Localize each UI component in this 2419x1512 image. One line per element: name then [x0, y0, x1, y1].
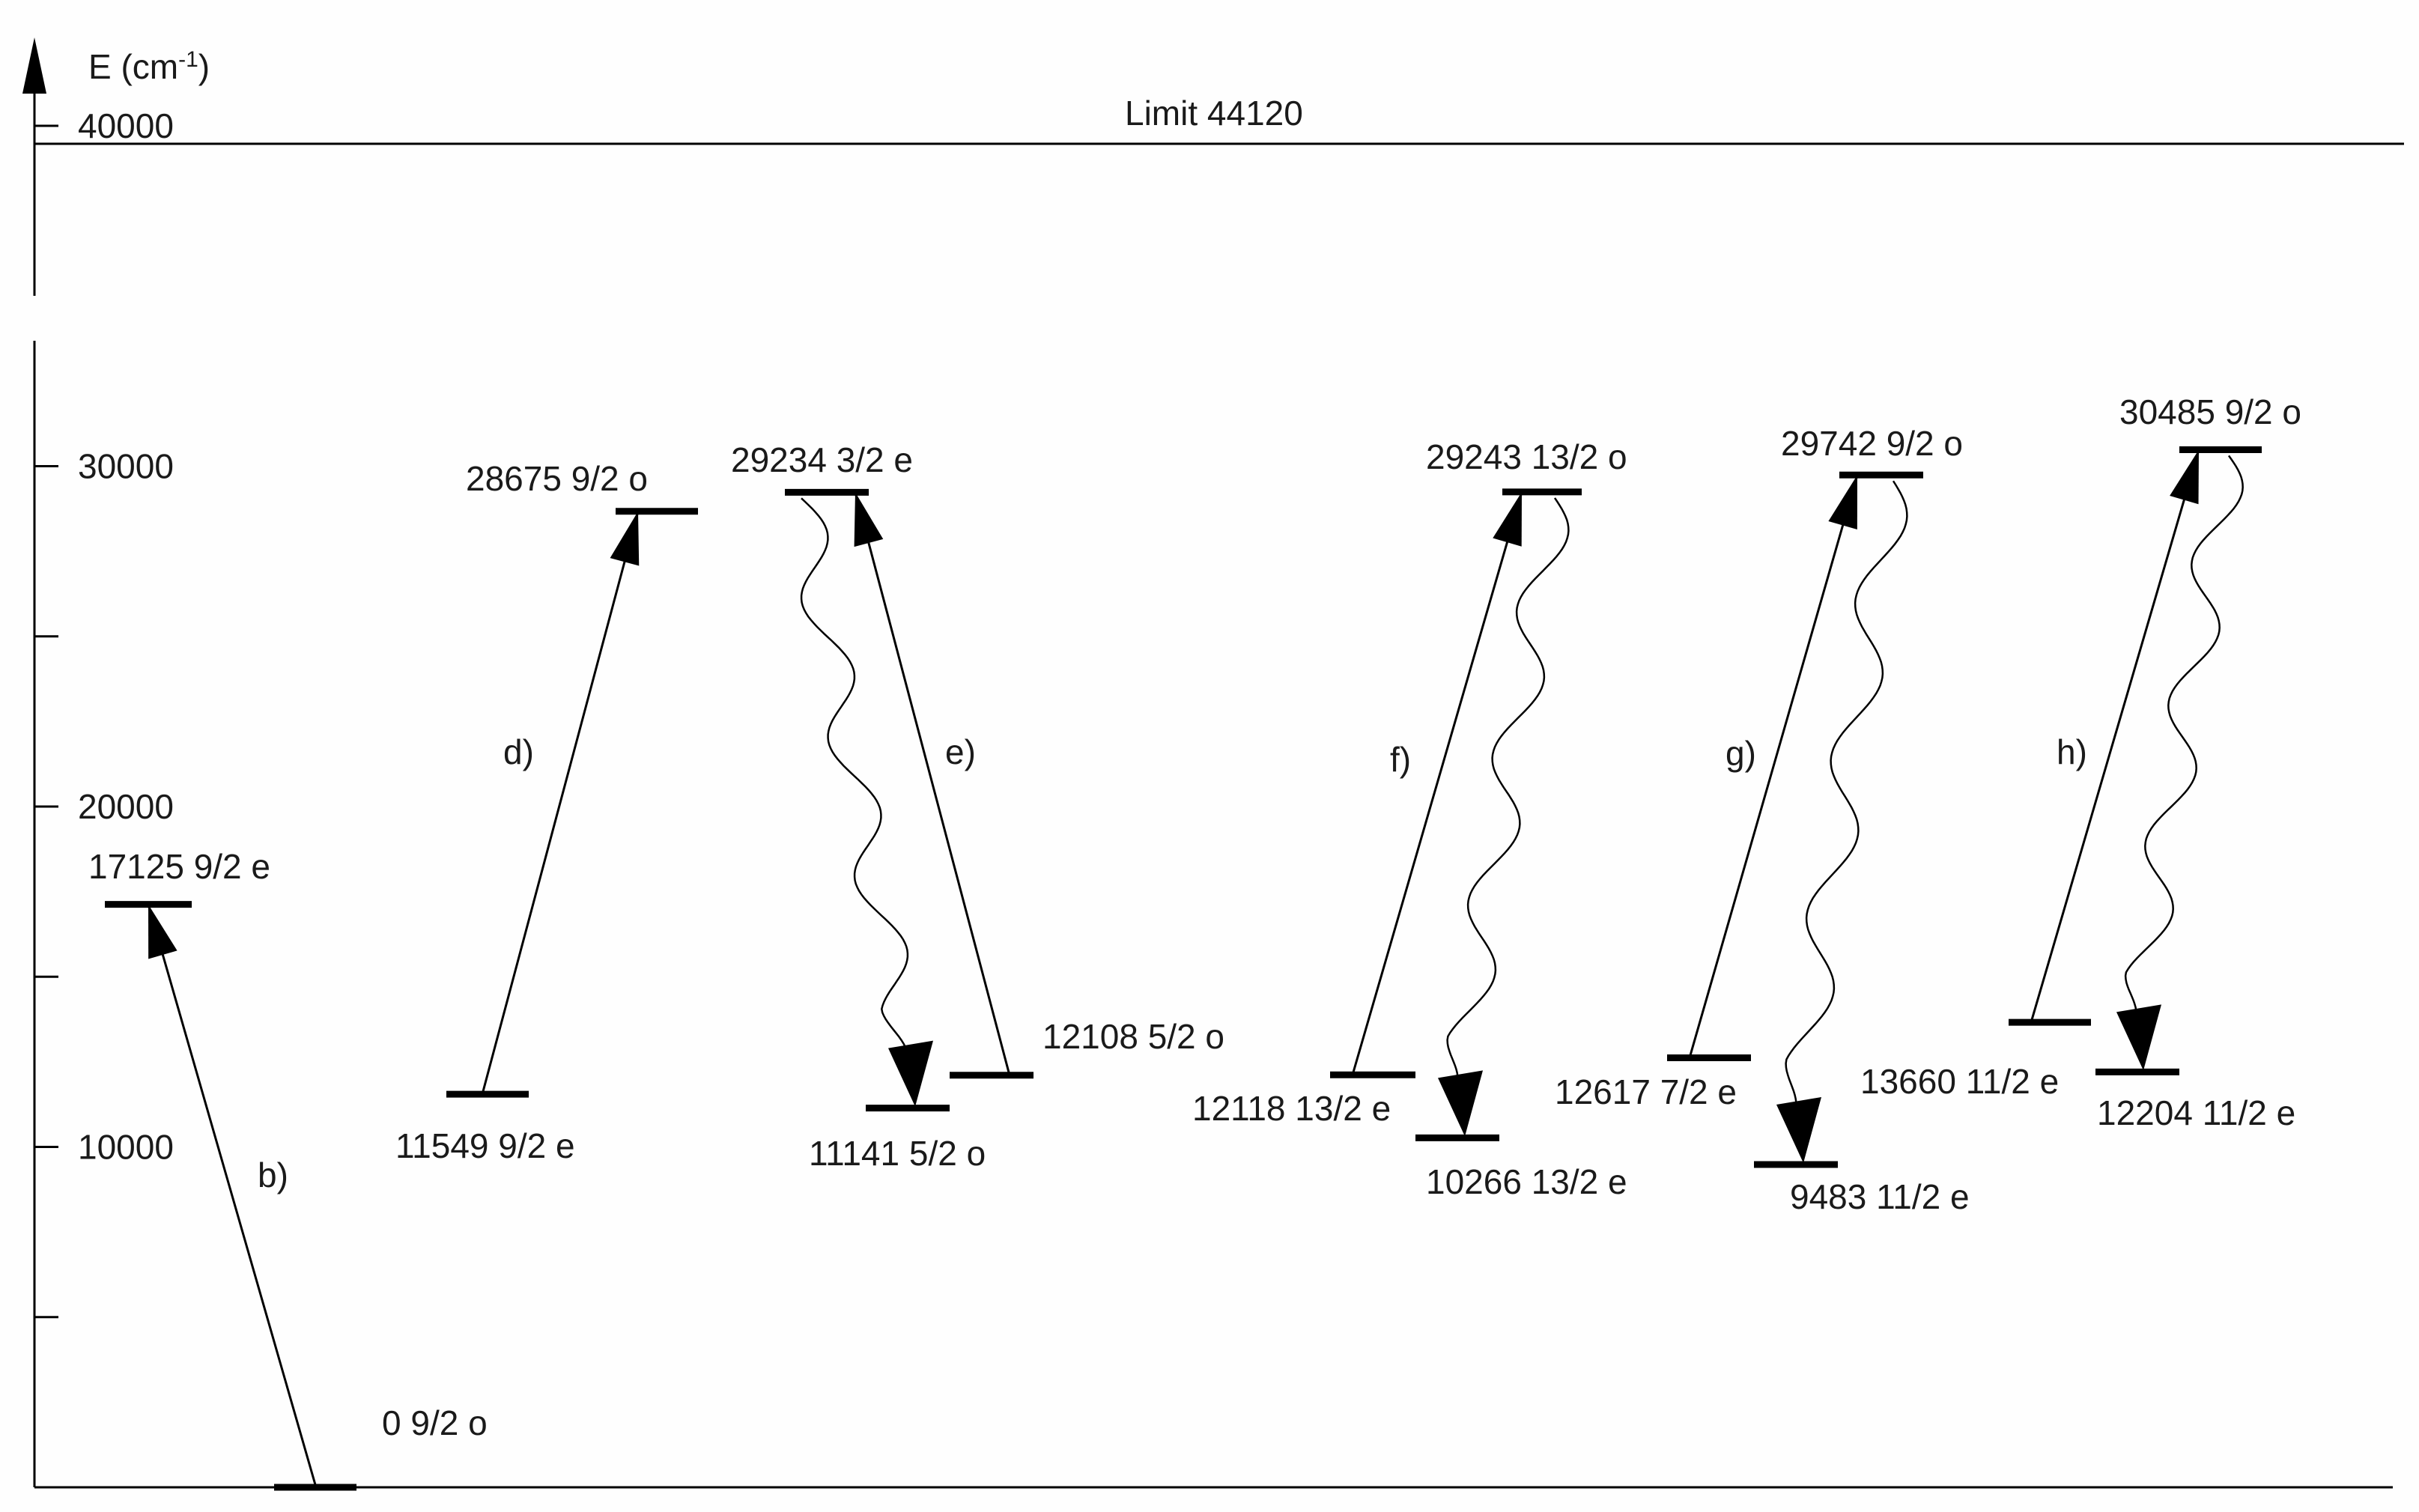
level-label-d-low: 11549 9/2 e	[395, 1126, 575, 1165]
level-label-b-low: 0 9/2 o	[382, 1403, 488, 1442]
excitation-arrow-d	[481, 511, 640, 1095]
transitions: b) d) e) f) g) h)	[147, 449, 2244, 1488]
energy-axis: E (cm-1)	[22, 37, 210, 1487]
decay-arrowhead-icon	[888, 1040, 933, 1107]
level-label-h-exc: 13660 11/2 e	[1860, 1062, 2059, 1101]
axis-tick-label: 10000	[78, 1128, 174, 1167]
excitation-arrow-b	[147, 904, 318, 1488]
level-label-f-up: 29243 13/2 o	[1426, 437, 1627, 476]
transition-label-b: b)	[258, 1156, 288, 1194]
level-label-b-up: 17125 9/2 e	[88, 847, 270, 886]
level-label-e-up: 29234 3/2 e	[731, 440, 913, 479]
axis-tick-label: 40000	[78, 106, 174, 145]
level-label-g-dec: 9483 11/2 e	[1790, 1177, 1970, 1216]
axis-ticks: 10000 20000 30000 40000	[34, 106, 174, 1319]
decay-wave-f	[1446, 497, 1570, 1084]
arrowhead-icon	[148, 904, 177, 959]
decay-arrowhead-icon	[2116, 1004, 2161, 1071]
excitation-arrow-g	[1688, 474, 1859, 1058]
level-label-e-exc: 12108 5/2 o	[1042, 1017, 1224, 1056]
axis-arrow-up-icon	[22, 37, 46, 94]
transition-label-h: h)	[2057, 732, 2087, 771]
level-label-f-dec: 10266 13/2 e	[1426, 1162, 1627, 1201]
transition-label-f: f)	[1390, 740, 1411, 779]
transition-label-d: d)	[503, 732, 534, 771]
excitation-arrow-e	[854, 491, 1011, 1076]
arrowhead-icon	[610, 511, 640, 566]
level-label-g-up: 29742 9/2 o	[1781, 424, 1963, 463]
level-label-d-up: 28675 9/2 o	[466, 459, 648, 498]
transition-label-g: g)	[1726, 734, 1756, 773]
arrowhead-icon	[1828, 475, 1857, 530]
excitation-arrow-f	[1351, 491, 1523, 1075]
energy-levels: 0 9/2 o 17125 9/2 e 11549 9/2 e 28675 9/2 o…	[88, 392, 2301, 1491]
arrowhead-icon	[2170, 449, 2199, 505]
transition-label-e: e)	[945, 732, 976, 771]
level-label-g-exc: 12617 7/2 e	[1555, 1072, 1737, 1111]
arrowhead-icon	[854, 492, 884, 547]
level-label-h-up: 30485 9/2 o	[2119, 392, 2301, 431]
axis-tick-label: 20000	[78, 787, 174, 826]
excitation-arrow-h	[2030, 449, 2200, 1023]
decay-wave-e	[800, 497, 909, 1054]
ionization-limit: Limit 44120	[34, 94, 2404, 145]
level-label-h-dec: 12204 11/2 e	[2097, 1093, 2295, 1132]
axis-tick-label: 30000	[78, 447, 174, 486]
level-label-e-dec: 11141 5/2 o	[809, 1134, 986, 1173]
limit-label: Limit 44120	[1125, 94, 1303, 133]
decay-arrowhead-icon	[1776, 1096, 1821, 1163]
axis-label: E (cm-1)	[88, 47, 210, 86]
decay-arrowhead-icon	[1438, 1070, 1483, 1137]
decay-wave-g	[1785, 480, 1908, 1111]
decay-wave-h	[2124, 455, 2244, 1018]
level-label-f-exc: 12118 13/2 e	[1192, 1089, 1391, 1128]
arrowhead-icon	[1493, 491, 1522, 547]
